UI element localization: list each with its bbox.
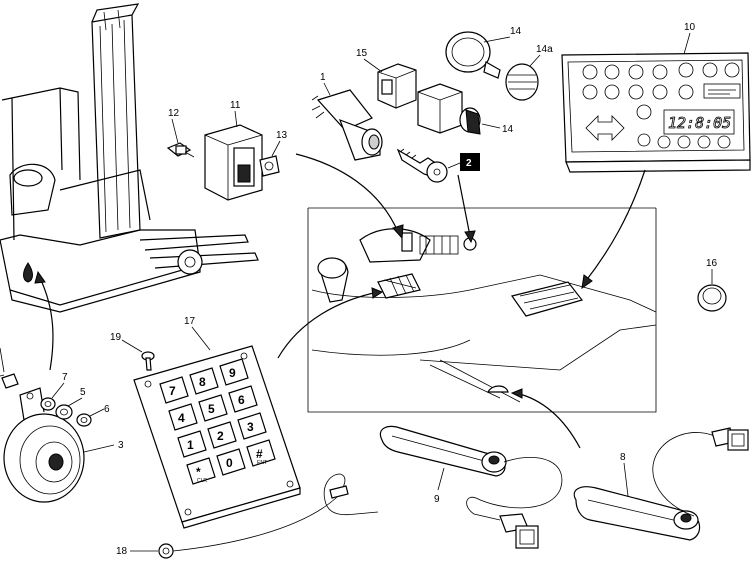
- callout-15: 15: [356, 48, 368, 59]
- keypad-key-4: 4: [168, 403, 198, 431]
- part-1-ignition-switch: [311, 89, 383, 161]
- digital-readout: 12:8:05: [668, 114, 731, 132]
- part-15-square-switch: [377, 63, 417, 109]
- part-9-sensor-arm: [379, 425, 563, 549]
- callout-2-box: [460, 153, 480, 171]
- callout-17: 17: [184, 316, 196, 327]
- keypad-key-7: 1: [177, 430, 207, 458]
- keypad-key-label: 1: [187, 438, 194, 452]
- forklift-truck-illustration: [0, 3, 259, 313]
- part-16-rubber-cap: [697, 284, 727, 312]
- keypad-key-label: 6: [238, 393, 245, 407]
- keypad-key-label: 4: [178, 411, 185, 425]
- dashboard-detail-view: [307, 207, 657, 413]
- part-7-washer: [40, 397, 56, 411]
- callout-3: 3: [118, 440, 124, 451]
- part-5-nut: [55, 404, 73, 420]
- direction-arrows-icon: [585, 115, 625, 141]
- part-10-display-panel: 12:8:05: [561, 52, 751, 173]
- digital-readout-frame: [663, 109, 735, 135]
- part-2-key: [396, 148, 448, 183]
- part-17-keypad: 7 8 9 4 5 6 1 2 3 *CLR 0 #ENT: [133, 345, 301, 529]
- keypad-key-label: 7: [169, 384, 176, 398]
- keypad-key-label: 3: [247, 420, 254, 434]
- keypad-key-1: 7: [159, 376, 189, 404]
- callout-10: 10: [684, 22, 696, 33]
- keypad-key-12: #ENT: [246, 439, 276, 467]
- part-14a-knob: [505, 63, 539, 101]
- part-11-rocker-switch: [204, 124, 263, 201]
- callout-9: 9: [434, 494, 440, 505]
- callout-5: 5: [80, 387, 86, 398]
- callout-11: 11: [230, 100, 241, 111]
- keypad-key-label: 0: [226, 456, 233, 470]
- callout-6: 6: [104, 404, 110, 415]
- keypad-key-label: 5: [208, 402, 215, 416]
- part-12-pin-switch: [166, 142, 195, 158]
- callout-14a: 14a: [536, 44, 553, 55]
- callout-2: 2: [466, 158, 472, 169]
- callout-14-lower: 14: [502, 124, 514, 135]
- callout-14-upper: 14: [510, 26, 522, 37]
- part-6-washer: [76, 413, 92, 427]
- keypad-key-5: 5: [198, 394, 228, 422]
- keypad-key-2: 8: [189, 367, 219, 395]
- callout-19: 19: [110, 332, 122, 343]
- keypad-key-11: 0: [216, 448, 246, 476]
- part-14-rotary-switch-upper: [445, 31, 501, 79]
- part-3-horn: [3, 387, 85, 503]
- keypad-key-6: 6: [228, 385, 258, 413]
- keypad-key-label: 2: [217, 429, 224, 443]
- keypad-key-label: 9: [229, 366, 236, 380]
- keypad-key-sublabel: ENT: [257, 460, 267, 466]
- part-13-square-plate: [259, 155, 280, 177]
- keypad-key-label: *: [196, 465, 201, 479]
- callout-12: 12: [168, 108, 180, 119]
- part-18-cable: [158, 473, 379, 559]
- callout-18: 18: [116, 546, 128, 557]
- keypad-key-8: 2: [207, 421, 237, 449]
- part-8-sensor-arm: [573, 427, 749, 541]
- callout-7: 7: [62, 372, 68, 383]
- assembly-arrows: [34, 153, 646, 449]
- display-icon-buttons: [582, 62, 741, 100]
- keypad-key-label: 8: [199, 375, 206, 389]
- display-bottom-buttons: [636, 104, 731, 149]
- keypad-key-sublabel: CLR: [197, 478, 207, 484]
- keypad-key-10: *CLR: [186, 457, 216, 485]
- callout-1: 1: [320, 72, 326, 83]
- callout-16: 16: [706, 258, 718, 269]
- part-19-screw: [141, 351, 155, 371]
- keypad-key-3: 9: [219, 358, 249, 386]
- keypad-key-9: 3: [237, 412, 267, 440]
- part-14-rotary-switch-lower: [417, 83, 481, 135]
- part-screw-left: [0, 373, 19, 389]
- callout-13: 13: [276, 130, 288, 141]
- keypad-key-label: #: [256, 447, 263, 461]
- callout-8: 8: [620, 452, 626, 463]
